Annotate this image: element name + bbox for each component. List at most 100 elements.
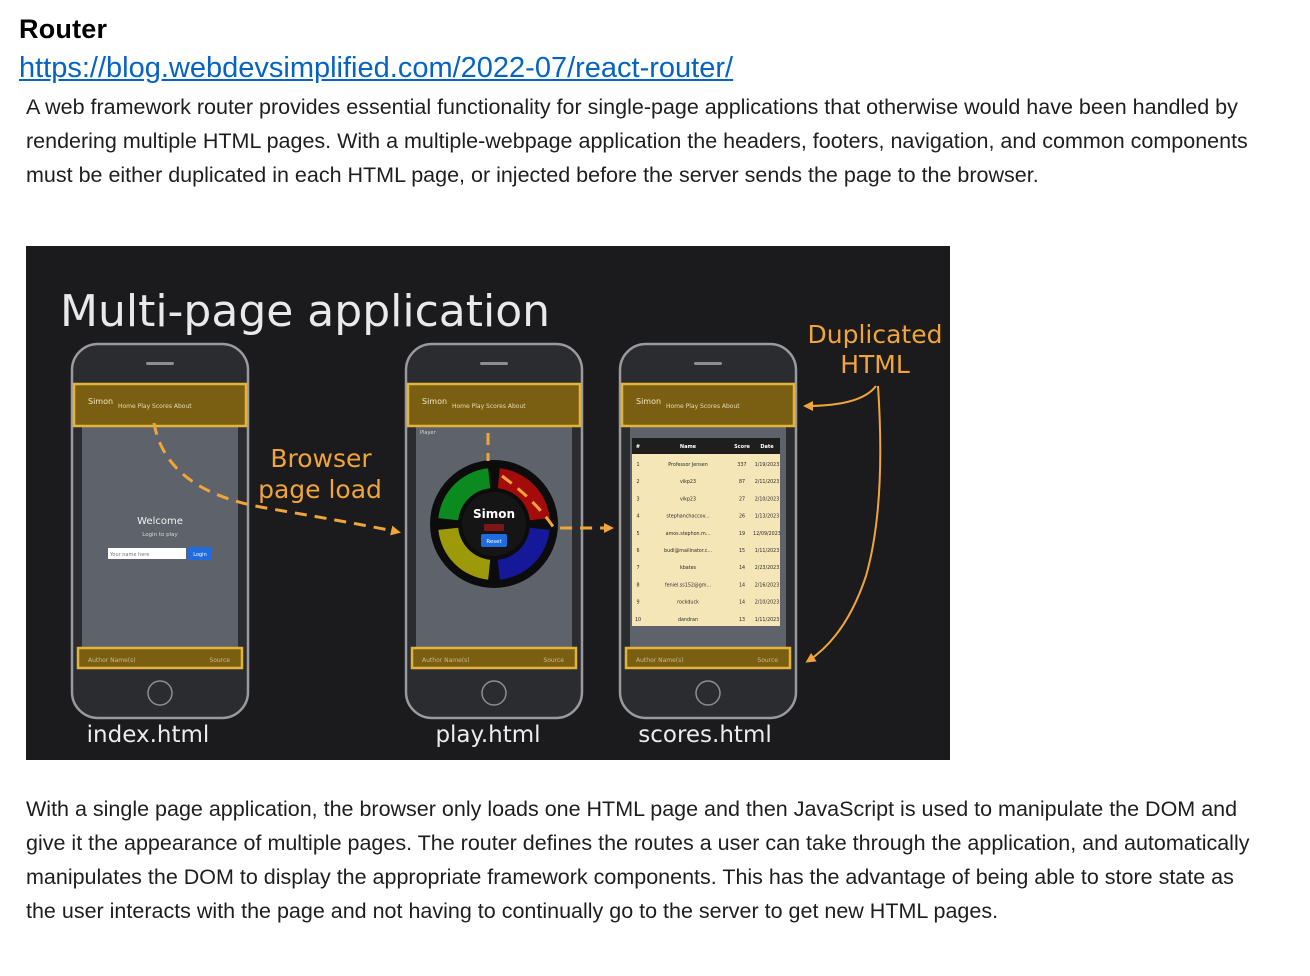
phone-home-button [147, 680, 173, 706]
simon-score-box [484, 524, 504, 531]
scores-cell: 4 [636, 514, 639, 520]
duplicated-label-line2: HTML [840, 350, 910, 379]
header-nav: Home Play Scores About [666, 403, 740, 410]
scores-cell: budi@mailinator.c... [664, 548, 712, 554]
phone-home-button [481, 680, 507, 706]
scores-cell: 2/10/2023 [755, 600, 780, 606]
simon-segment-1 [438, 468, 491, 521]
scores-header-cell: Score [734, 444, 750, 450]
duplicated-arrow-footer [805, 385, 882, 663]
duplicated-footer [410, 646, 578, 670]
diagram-title: Multi-page application [60, 286, 550, 337]
scores-cell: 2/23/2023 [755, 565, 780, 571]
name-input [108, 548, 186, 559]
login-button-label: Login [193, 552, 207, 558]
duplicated-header [620, 382, 796, 428]
phone-speaker [146, 362, 174, 365]
footer-author: Author Name(s) [422, 657, 470, 664]
scores-cell: 3 [636, 496, 639, 502]
scores-cell: 337 [737, 462, 746, 468]
footer-source: Source [209, 657, 230, 664]
footer-author: Author Name(s) [88, 657, 136, 664]
scores-cell: vikp23 [680, 479, 696, 485]
browser-load-arrow-1 [152, 422, 401, 536]
scores-cell: dandran [678, 617, 698, 623]
header-nav: Home Play Scores About [118, 403, 192, 410]
phone-caption: index.html [87, 722, 210, 748]
scores-cell: 2/16/2023 [755, 582, 780, 588]
scores-cell: 1/11/2023 [755, 548, 780, 554]
scores-cell: 14 [739, 582, 745, 588]
footer-source: Source [543, 657, 564, 664]
login-button [188, 547, 212, 560]
browser-label-line1: Browser [270, 444, 372, 473]
scores-cell: 5 [636, 531, 639, 537]
duplicated-footer [624, 646, 792, 670]
scores-cell: 2/11/2023 [755, 479, 780, 485]
scores-cell: 14 [739, 565, 745, 571]
intro-paragraph: A web framework router provides essentia… [26, 95, 1248, 187]
simon-segment-3 [438, 527, 491, 580]
scores-cell: feniel.ss152@gm... [665, 582, 711, 588]
scores-cell: amos.stephon.m... [666, 531, 711, 537]
footer-source: Source [757, 657, 778, 664]
scores-cell: 13 [739, 617, 745, 623]
footer-author: Author Name(s) [636, 657, 684, 664]
phone-caption: play.html [435, 722, 540, 748]
player-label: Player [420, 430, 437, 436]
scores-cell: vikp23 [680, 496, 696, 502]
phone-home-button [695, 680, 721, 706]
scores-header-cell: Name [680, 444, 697, 450]
header-nav: Home Play Scores About [452, 403, 526, 410]
scores-cell: 8 [636, 582, 639, 588]
reset-button-label: Reset [486, 539, 502, 545]
scores-cell: stephanchaccov... [666, 514, 709, 520]
scores-body [632, 454, 780, 626]
phone-screen [82, 386, 238, 668]
scores-header-cell: Date [760, 444, 774, 450]
phone-caption: scores.html [638, 722, 772, 748]
welcome-text: Welcome [137, 516, 183, 527]
phone-speaker [480, 362, 508, 365]
duplicated-header [406, 382, 582, 428]
scores-cell: 87 [739, 479, 745, 485]
header-brand: Simon [422, 397, 447, 406]
reset-button [481, 534, 507, 547]
scores-cell: kbates [680, 565, 697, 571]
scores-cell: Professor Jensen [668, 462, 708, 468]
scores-cell: 7 [636, 565, 639, 571]
scores-cell: 27 [739, 496, 745, 502]
scores-cell: 2 [636, 479, 639, 485]
phone-speaker [694, 362, 722, 365]
scores-cell: rockduck [677, 600, 699, 606]
section-heading: Router [19, 14, 108, 44]
login-to-play-text: Login to play [142, 532, 178, 538]
scores-cell: 2/10/2023 [755, 496, 780, 502]
browser-load-arrow-2b [501, 474, 614, 533]
simon-title: Simon [473, 507, 515, 521]
scores-cell: 1/11/2023 [755, 617, 780, 623]
scores-cell: 14 [739, 600, 745, 606]
browser-label-line2: page load [258, 475, 382, 504]
scores-cell: 9 [636, 600, 639, 606]
article-link[interactable]: https://blog.webdevsimplified.com/2022-0… [19, 52, 734, 84]
name-input-placeholder: Your name here [109, 552, 149, 558]
scores-cell: 15 [739, 548, 745, 554]
scores-header-cell: # [636, 444, 640, 450]
header-brand: Simon [88, 397, 113, 406]
scores-cell: 26 [739, 514, 745, 520]
scores-cell: 1 [636, 462, 639, 468]
scores-header-row [632, 438, 780, 454]
scores-cell: 1/13/2023 [755, 514, 780, 520]
header-brand: Simon [636, 397, 661, 406]
scores-cell: 10 [635, 617, 641, 623]
simon-segment-4 [497, 527, 550, 580]
spa-paragraph: With a single page application, the brow… [26, 797, 1250, 923]
scores-cell: 12/09/2023 [753, 531, 781, 537]
scores-cell: 19 [739, 531, 745, 537]
duplicated-header [72, 382, 248, 428]
